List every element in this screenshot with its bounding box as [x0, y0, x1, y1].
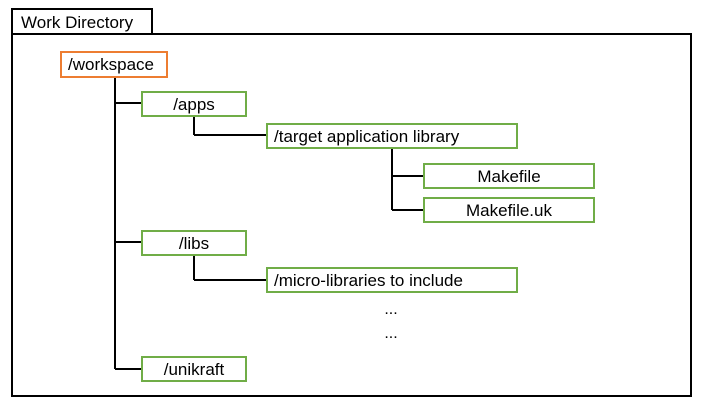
diagram-title: Work Directory [11, 8, 153, 33]
node-makefile-uk: Makefile.uk [423, 197, 595, 223]
ellipsis-1: ... [384, 301, 398, 318]
ellipsis-2: ... [384, 325, 398, 342]
node-libs: /libs [141, 230, 247, 256]
node-makefile: Makefile [423, 163, 595, 189]
node-unikraft: /unikraft [141, 356, 247, 382]
node-workspace: /workspace [60, 51, 168, 78]
node-micro-libraries: /micro-libraries to include [266, 267, 518, 293]
node-target-application-library: /target application library [266, 123, 518, 149]
node-apps: /apps [141, 91, 247, 117]
